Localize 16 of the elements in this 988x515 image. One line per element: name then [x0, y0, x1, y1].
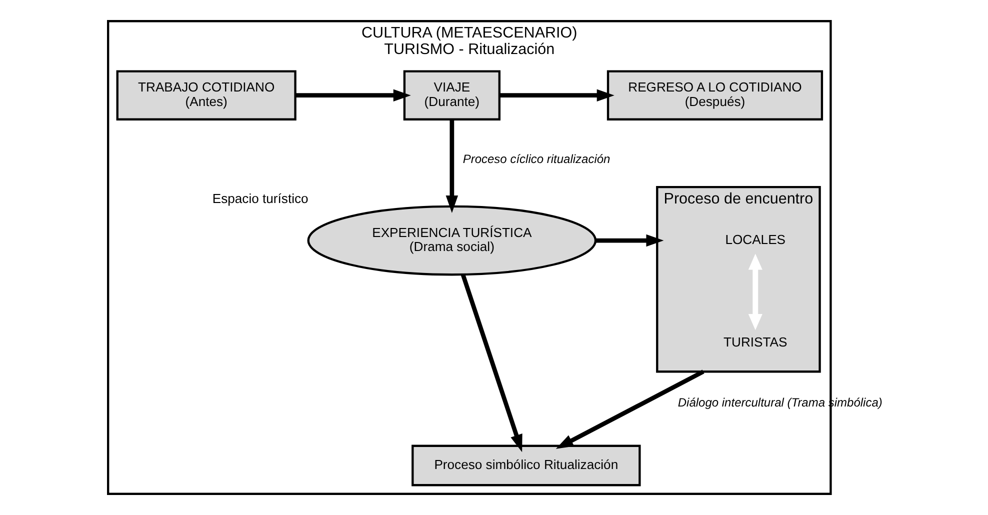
node-ellipse: EXPERIENCIA TURÍSTICA (Drama social) — [306, 205, 596, 276]
arrow — [445, 119, 458, 213]
node-label: Espacio turístico — [212, 190, 308, 206]
node-box: VIAJE (Durante) — [402, 70, 500, 120]
node-text: LOCALES — [724, 232, 786, 247]
arrow — [295, 89, 410, 102]
arrow — [460, 274, 522, 452]
node-text: TURISTAS — [723, 334, 787, 350]
arrow — [555, 370, 704, 449]
arrow — [748, 254, 762, 330]
edge-label: Proceso cíclico ritualización — [462, 152, 610, 166]
arrow — [595, 234, 664, 247]
node-box: TRABAJO COTIDIANO (Antes) — [116, 70, 296, 120]
node-box: REGRESO A LO COTIDIANO (Después) — [606, 70, 823, 120]
node-box: Proceso simbólico Ritualización — [411, 444, 640, 486]
arrow — [499, 89, 614, 102]
